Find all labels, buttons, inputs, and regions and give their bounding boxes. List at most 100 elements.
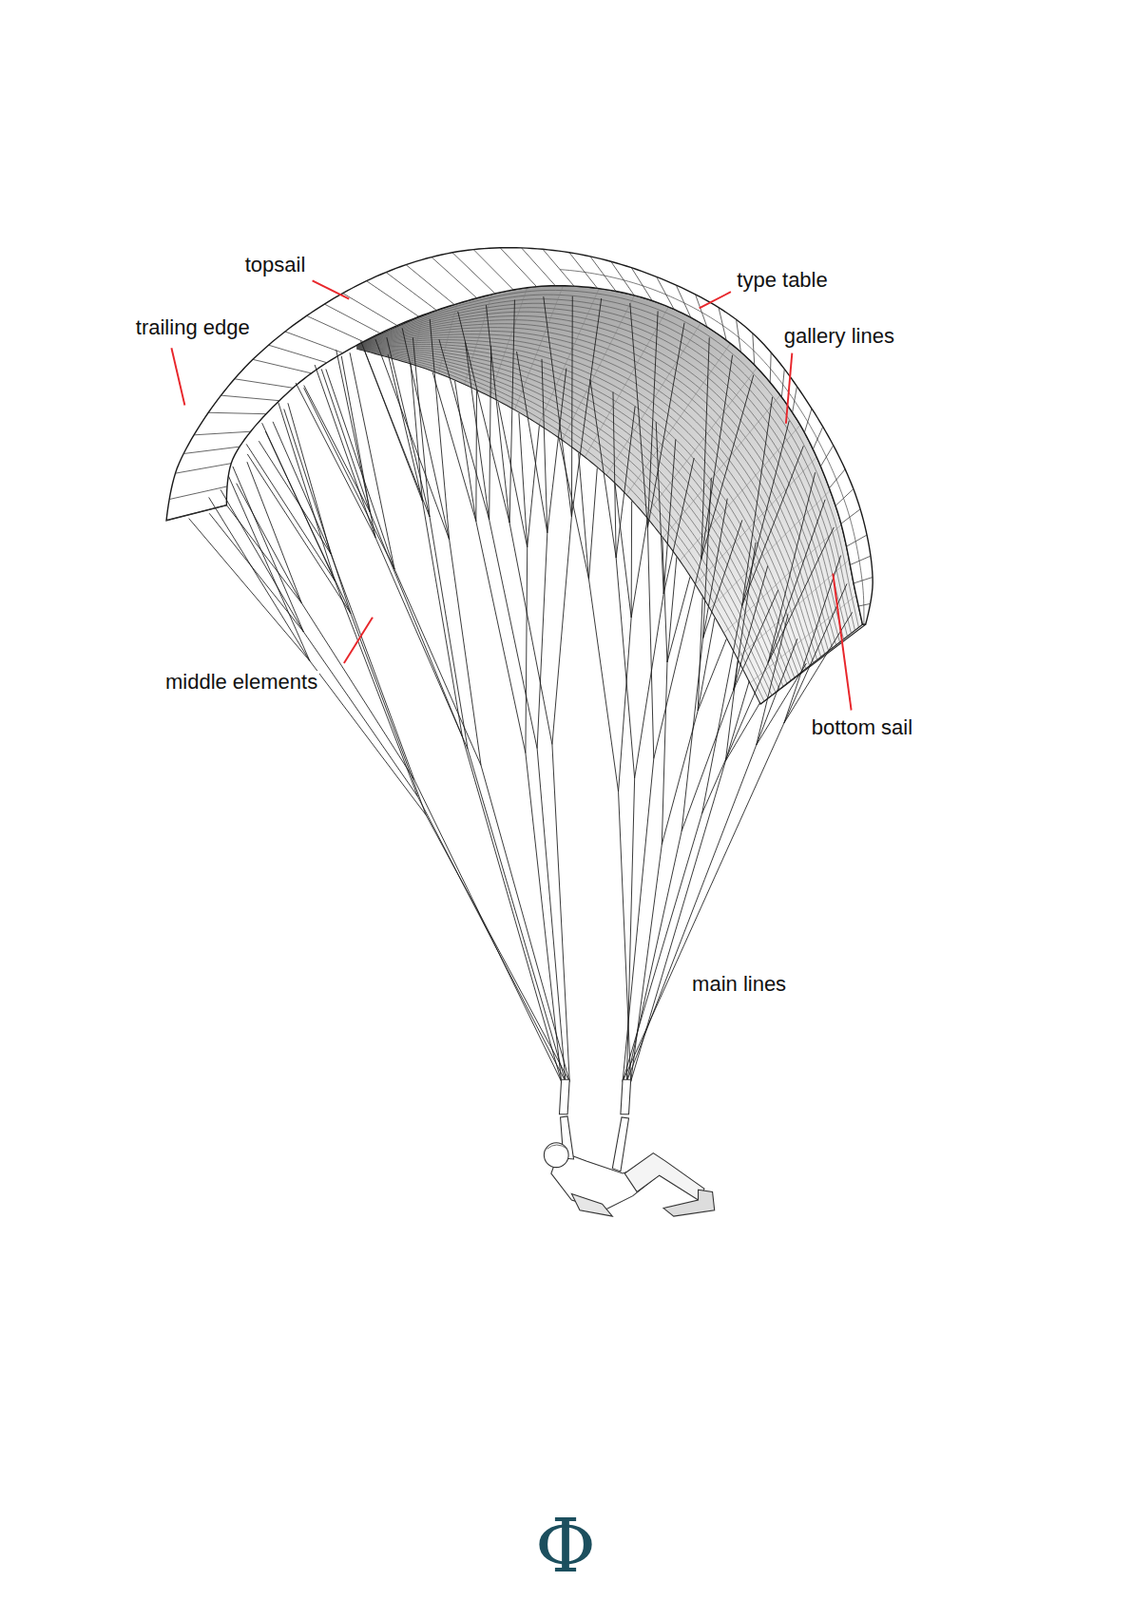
suspension-line <box>647 323 685 529</box>
suspension-line <box>334 581 418 798</box>
suspension-line <box>349 352 395 570</box>
suspension-line <box>697 597 703 711</box>
suspension-line <box>387 354 423 501</box>
part-label: main lines <box>690 973 788 997</box>
suspension-line <box>375 537 468 749</box>
bottom-sail-seam <box>357 348 780 691</box>
rib-seam <box>285 331 344 354</box>
cell-seam <box>723 524 842 634</box>
suspension-line <box>525 753 562 1083</box>
suspension-line <box>663 439 676 595</box>
suspension-line <box>236 483 303 604</box>
suspension-line <box>288 403 331 555</box>
suspension-line <box>634 594 665 779</box>
rib-seam <box>675 285 691 318</box>
suspension-line <box>702 662 769 814</box>
suspension-line <box>756 638 798 746</box>
suspension-line <box>489 519 538 749</box>
rib-seam <box>431 257 478 299</box>
suspension-line <box>475 390 478 521</box>
rib-seam <box>521 248 557 287</box>
part-label: topsail <box>243 253 308 277</box>
rib-seam <box>631 268 653 302</box>
rib-seam <box>268 345 327 364</box>
suspension-line <box>455 381 477 522</box>
bottom-sail-seam <box>357 348 772 696</box>
rib-seam <box>849 556 871 565</box>
rib-seam <box>695 294 708 327</box>
rib-seam <box>183 446 240 454</box>
suspension-line <box>543 296 573 518</box>
rib-seam <box>792 386 798 414</box>
suspension-line <box>653 558 702 759</box>
suspension-line <box>541 359 548 534</box>
suspension-line <box>615 406 635 559</box>
suspension-line <box>687 761 726 890</box>
part-label: middle elements <box>163 671 320 694</box>
pilot-figure <box>543 1079 714 1217</box>
suspension-line <box>326 368 395 570</box>
suspension-line <box>209 497 310 661</box>
part-label: type table <box>734 268 829 292</box>
cell-seam <box>464 294 493 385</box>
suspension-line <box>613 392 616 559</box>
leader-line <box>699 291 731 308</box>
bottom-sail-seam <box>357 334 818 661</box>
suspension-line <box>768 527 834 664</box>
rib-seam <box>853 576 873 583</box>
rib-seam <box>769 352 772 383</box>
rib-seam <box>324 304 381 334</box>
cell-seam <box>562 295 635 441</box>
suspension-line <box>681 690 734 832</box>
suspension-line <box>509 300 515 524</box>
suspension-line <box>588 578 618 792</box>
suspension-line <box>631 844 663 1083</box>
cell-seam <box>438 304 458 374</box>
riser <box>620 1079 632 1115</box>
rib-seam <box>569 252 598 289</box>
suspension-line <box>647 310 658 528</box>
bottom-sail-seam <box>357 348 776 693</box>
suspension-line <box>220 489 304 633</box>
leader-line <box>832 574 851 711</box>
bottom-sail-seam <box>357 347 791 681</box>
rib-seam <box>611 261 634 296</box>
rib-seam <box>252 359 312 374</box>
suspension-line <box>614 484 632 618</box>
canopy <box>166 248 873 705</box>
cell-seam <box>645 367 757 517</box>
rib-seam <box>343 293 398 327</box>
rib-seam <box>804 408 812 433</box>
bottom-sail-seam <box>357 299 852 634</box>
suspension-line <box>622 813 703 1082</box>
suspension-line <box>489 345 492 520</box>
helmet-detail <box>547 1145 568 1150</box>
riser <box>558 1079 570 1115</box>
rib-seam <box>208 412 267 414</box>
leader-line <box>786 353 792 424</box>
suspension-line <box>588 468 597 580</box>
suspension-line <box>768 472 816 663</box>
suspension-line <box>697 638 727 711</box>
suspension-line <box>768 499 826 664</box>
suspension-line <box>309 661 426 816</box>
rib-seam <box>542 249 575 287</box>
suspension-line <box>228 476 309 661</box>
cell-seam <box>384 329 391 357</box>
rib-seam <box>499 248 537 288</box>
suspension-line <box>425 815 570 1083</box>
suspension-line <box>360 341 430 518</box>
seat <box>571 1194 613 1218</box>
leader-line <box>312 280 350 299</box>
suspension-line <box>552 517 572 746</box>
rib-seam <box>366 281 420 318</box>
suspension-line <box>517 351 548 534</box>
logo-mark: Φ <box>533 1509 598 1584</box>
suspension-line <box>369 512 462 737</box>
suspension-line <box>784 612 853 724</box>
suspension-line <box>784 556 842 725</box>
suspension-line <box>412 337 430 518</box>
suspension-line <box>703 519 743 639</box>
rib-seam <box>385 272 437 311</box>
